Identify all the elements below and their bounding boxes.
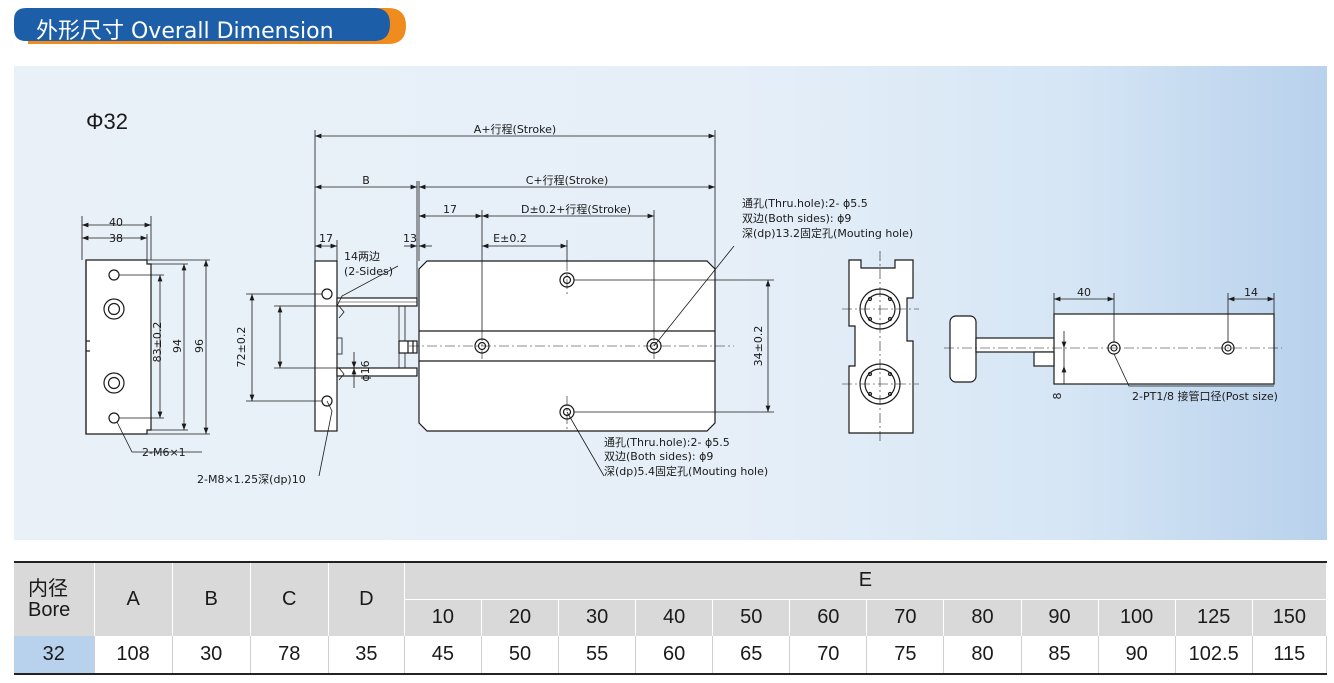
header-e-stroke: 70 bbox=[866, 598, 945, 636]
section-title: 外形尺寸 Overall Dimension bbox=[36, 19, 334, 44]
top-view-right bbox=[949, 313, 1275, 385]
cell-e: 102.5 bbox=[1175, 636, 1253, 675]
dim-96: 96 bbox=[193, 339, 206, 353]
note-top-hole-2: 双边(Both sides): ϕ9 bbox=[742, 212, 851, 225]
note-port: 2-PT1/8 接管口径(Post size) bbox=[1132, 389, 1278, 403]
header-b: B bbox=[172, 562, 251, 636]
cell-bore: 32 bbox=[14, 636, 95, 675]
cell-e: 115 bbox=[1252, 636, 1328, 675]
header-c: C bbox=[250, 562, 329, 636]
header-e-stroke: 90 bbox=[1021, 598, 1099, 636]
end-view-left bbox=[85, 259, 152, 435]
header-e: E bbox=[404, 562, 1328, 599]
note-bottom-hole-2: 双边(Both sides): ϕ9 bbox=[604, 450, 713, 463]
header-e-stroke: 20 bbox=[481, 598, 560, 636]
dim-38: 38 bbox=[109, 232, 123, 245]
dim-d-stroke: D±0.2+行程(Stroke) bbox=[521, 203, 631, 216]
cell-a: 108 bbox=[94, 636, 173, 675]
header-e-stroke: 30 bbox=[558, 598, 637, 636]
title-bar-shape bbox=[14, 8, 406, 44]
dim-e: E±0.2 bbox=[493, 232, 527, 245]
dim-17-top: 17 bbox=[443, 203, 457, 216]
header-e-stroke: 125 bbox=[1175, 598, 1253, 636]
dim-40-right: 40 bbox=[1077, 286, 1091, 299]
cell-c: 78 bbox=[250, 636, 329, 675]
bore-label: Φ32 bbox=[86, 109, 128, 134]
dim-34: 34±0.2 bbox=[752, 326, 765, 367]
cell-e: 50 bbox=[481, 636, 560, 675]
drawing-panel: Φ32 40 38 83±0.2 94 96 2 bbox=[14, 66, 1327, 540]
end-view-right bbox=[848, 259, 914, 434]
cell-e: 55 bbox=[558, 636, 637, 675]
header-e-stroke: 40 bbox=[635, 598, 714, 636]
cell-e: 70 bbox=[789, 636, 868, 675]
side-view-main bbox=[314, 260, 716, 432]
note-bottom-hole-1: 通孔(Thru.hole):2- ϕ5.5 bbox=[604, 436, 730, 449]
technical-drawing: Φ32 40 38 83±0.2 94 96 2 bbox=[81, 109, 1282, 486]
cell-d: 35 bbox=[328, 636, 405, 675]
dim-83: 83±0.2 bbox=[151, 322, 164, 363]
dim-c-stroke: C+行程(Stroke) bbox=[526, 174, 609, 187]
section-title-bar: 外形尺寸 Overall Dimension bbox=[14, 8, 406, 44]
dim-14: 14 bbox=[1244, 286, 1258, 299]
cell-e: 60 bbox=[635, 636, 714, 675]
note-sides-14-line1: 14两边 bbox=[344, 250, 380, 263]
header-e-stroke: 150 bbox=[1252, 598, 1328, 636]
header-d: D bbox=[328, 562, 405, 636]
table-row: 32 108 30 78 35 45 50 55 60 65 70 75 80 … bbox=[14, 636, 1328, 675]
header-e-stroke: 60 bbox=[789, 598, 868, 636]
dim-13: 13 bbox=[403, 232, 417, 245]
cell-e: 90 bbox=[1098, 636, 1176, 675]
note-sides-14-line2: (2-Sides) bbox=[344, 265, 393, 278]
cell-b: 30 bbox=[172, 636, 251, 675]
dim-b: B bbox=[362, 174, 370, 187]
header-e-stroke: 80 bbox=[943, 598, 1022, 636]
note-m6: 2-M6×1 bbox=[142, 446, 186, 459]
header-e-stroke: 10 bbox=[404, 598, 482, 636]
note-m8: 2-M8×1.25深(dp)10 bbox=[197, 473, 306, 486]
dim-8: 8 bbox=[1051, 393, 1064, 400]
header-e-stroke: 50 bbox=[712, 598, 791, 636]
cell-e: 45 bbox=[404, 636, 482, 675]
cell-e: 80 bbox=[943, 636, 1022, 675]
dim-72: 72±0.2 bbox=[235, 327, 248, 368]
header-a: A bbox=[94, 562, 173, 636]
dim-94: 94 bbox=[171, 339, 184, 353]
cell-e: 65 bbox=[712, 636, 791, 675]
cell-e: 75 bbox=[866, 636, 945, 675]
note-top-hole-3: 深(dp)13.2固定孔(Mouting hole) bbox=[742, 226, 913, 240]
header-bore-en: Bore bbox=[28, 598, 71, 621]
note-bottom-hole-3: 深(dp)5.4固定孔(Mouting hole) bbox=[604, 464, 768, 478]
cell-e: 85 bbox=[1021, 636, 1099, 675]
dim-17-plate: 17 bbox=[319, 232, 333, 245]
header-e-stroke: 100 bbox=[1098, 598, 1176, 636]
dim-a-stroke: A+行程(Stroke) bbox=[474, 123, 556, 136]
dim-40-left: 40 bbox=[109, 216, 123, 229]
header-bore-cn: 内径 bbox=[28, 577, 68, 600]
note-top-hole-1: 通孔(Thru.hole):2- ϕ5.5 bbox=[742, 197, 868, 210]
dim-phi16: ϕ16 bbox=[359, 360, 372, 381]
